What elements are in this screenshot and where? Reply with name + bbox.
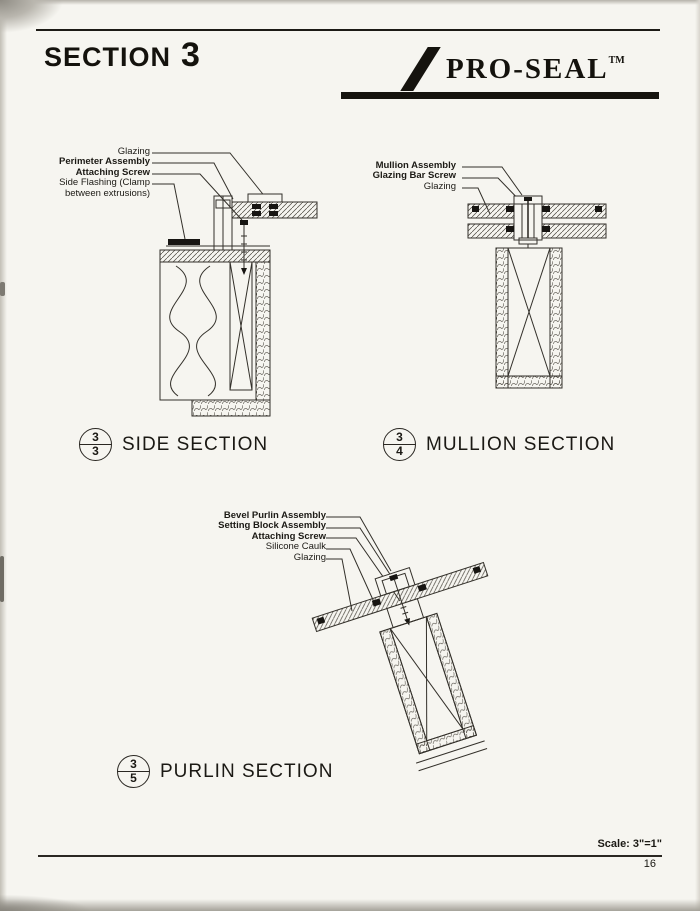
detail-bubble: 3 5 [117, 755, 150, 788]
callout-label: Setting Block Assembly [218, 520, 326, 532]
x-brace [229, 261, 253, 391]
callout-label: Perimeter Assembly [58, 156, 150, 168]
callout-label: between extrusions) [64, 187, 150, 199]
purlin-section-drawing [311, 516, 489, 772]
detail-number: 3 [92, 430, 99, 444]
attaching-screw [240, 220, 248, 275]
brand-logo: PRO-SEALTM [446, 53, 625, 86]
break-line [415, 740, 485, 764]
purlin-section-callouts: Bevel Purlin Assembly Setting Block Asse… [198, 510, 326, 563]
brand-underline [341, 92, 659, 99]
attaching-screw [389, 573, 410, 626]
side-section-title-row: 3 3 SIDE SECTION [79, 428, 268, 461]
callout-label: Silicone Caulk [265, 541, 326, 553]
sheet-number: 3 [92, 444, 99, 458]
callout-label: Attaching Screw [75, 166, 150, 178]
bubble-divider [118, 771, 149, 772]
drawing-title: MULLION SECTION [426, 433, 616, 455]
insulation-symbol [169, 265, 190, 397]
header-rule [36, 29, 660, 31]
scan-artifact-top-left [0, 0, 84, 48]
scan-artifact-left-edge [0, 0, 7, 911]
callout-label: Attaching Screw [251, 530, 326, 542]
drawing-title: SIDE SECTION [122, 433, 269, 455]
perimeter-assembly [213, 195, 233, 251]
side-section-callouts: Glazing Perimeter Assembly Attaching Scr… [36, 146, 150, 199]
scan-artifact-top-edge [0, 0, 700, 5]
bottom-blocking [415, 725, 478, 755]
side-section-drawing [152, 152, 318, 417]
scan-artifact-right-edge [695, 0, 700, 911]
section-label: SECTION [44, 42, 172, 72]
purlin-section-title-row: 3 5 PURLIN SECTION [117, 755, 333, 788]
detail-bubble: 3 3 [79, 428, 112, 461]
callout-label: Side Flashing (Clamp [59, 177, 150, 189]
mullion-section-callouts: Mullion Assembly Glazing Bar Screw Glazi… [352, 160, 456, 192]
detail-bubble: 3 4 [383, 428, 416, 461]
bubble-divider [384, 444, 415, 445]
bottom-blocking [495, 375, 563, 389]
callout-label: Mullion Assembly [375, 160, 456, 171]
callout-label: Glazing [293, 551, 326, 563]
scan-artifact-mark [0, 282, 5, 296]
leader-lines [152, 152, 271, 240]
brand-slash-icon [400, 47, 441, 91]
bottom-blocking [191, 399, 271, 417]
callout-label: Glazing [117, 146, 150, 157]
callout-label: Bevel Purlin Assembly [223, 510, 326, 521]
scan-artifact-bottom-edge [0, 899, 700, 911]
x-brace [507, 247, 551, 377]
glazing-bar-screw [518, 197, 538, 248]
page-title: SECTION 3 [44, 36, 200, 75]
leader-lines [326, 516, 401, 612]
scan-artifact-mark [0, 556, 4, 602]
mullion-section-title-row: 3 4 MULLION SECTION [383, 428, 615, 461]
mullion-section-drawing [462, 166, 607, 389]
detail-number: 3 [396, 430, 403, 444]
insulation-symbol [196, 265, 217, 397]
glazing-bar [231, 193, 318, 219]
scan-artifact-bottom-left [0, 888, 130, 911]
detail-number: 3 [130, 757, 137, 771]
side-flashing [166, 239, 270, 247]
drawing-title: PURLIN SECTION [160, 760, 334, 782]
page-number: 16 [643, 858, 656, 870]
column [495, 247, 563, 389]
brand-name: PRO-SEAL [446, 53, 609, 85]
footer-rule [38, 855, 662, 857]
section-number: 3 [181, 36, 200, 74]
callout-label: Glazing Bar Screw [372, 170, 456, 182]
scale-note: Scale: 3"=1" [597, 838, 662, 850]
trademark-symbol: TM [608, 55, 625, 66]
column [379, 612, 488, 772]
sheet-number: 4 [396, 444, 403, 458]
callout-label: Glazing [423, 180, 456, 192]
break-line [418, 748, 488, 772]
bubble-divider [80, 444, 111, 445]
sheet-number: 5 [130, 771, 137, 785]
wall-section [159, 249, 271, 417]
